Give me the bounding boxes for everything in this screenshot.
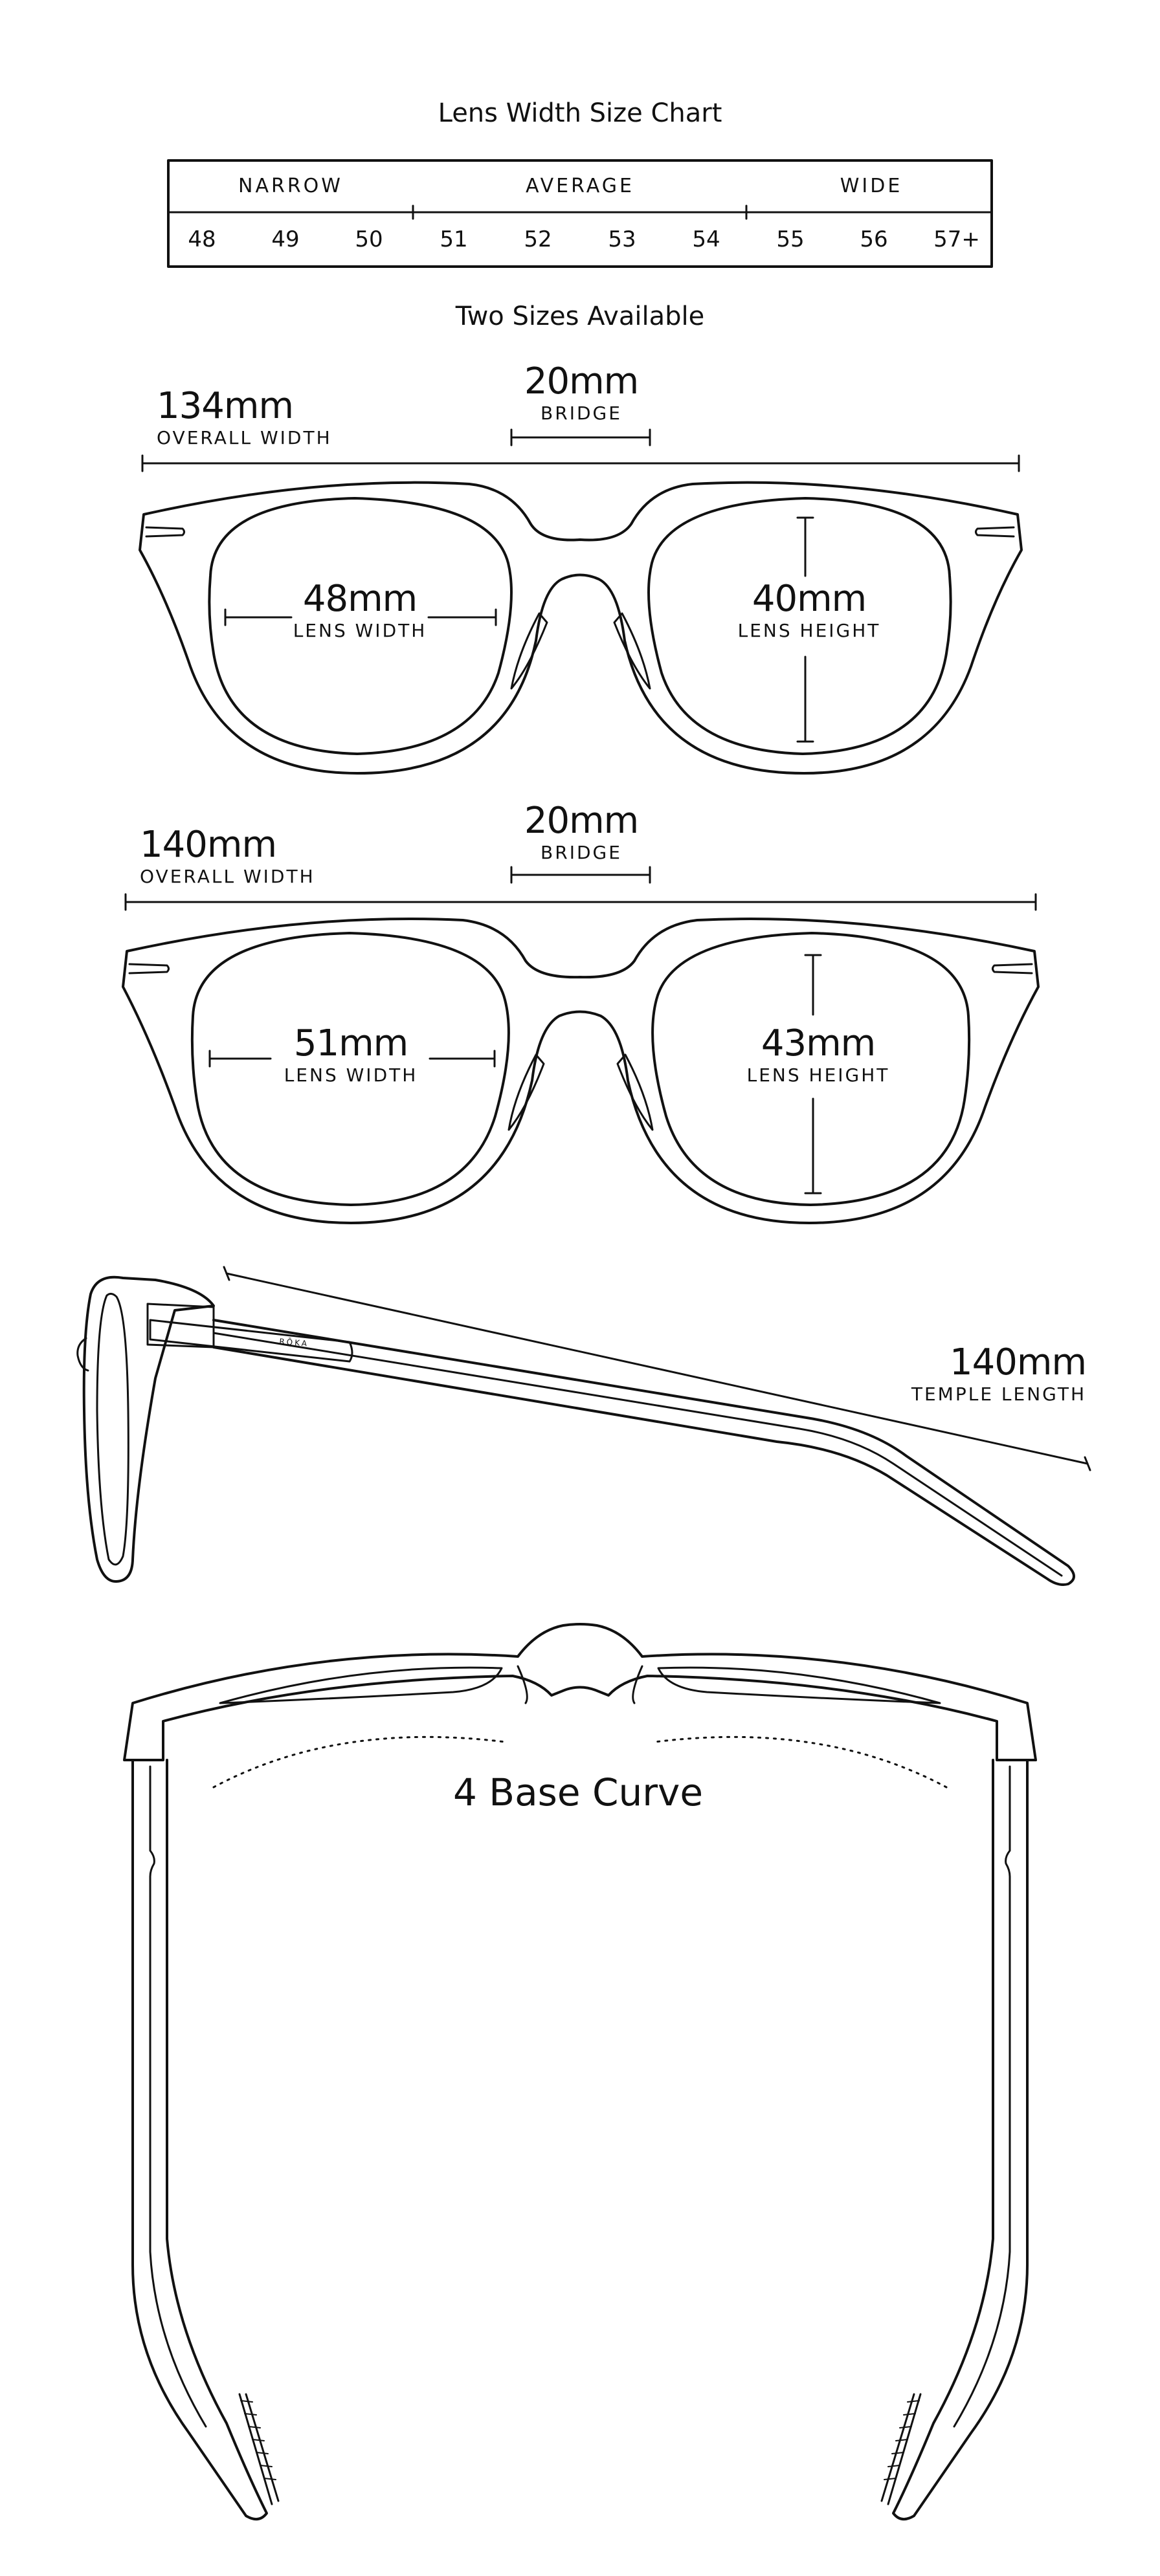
small-lens-width-value: 48mm bbox=[302, 578, 418, 620]
size-cell: 52 bbox=[524, 226, 552, 252]
large-lens-height-value: 43mm bbox=[761, 1022, 876, 1064]
large-bridge: 20mm BRIDGE bbox=[524, 800, 639, 863]
size-cell: 51 bbox=[440, 226, 468, 252]
large-bridge-label: BRIDGE bbox=[541, 842, 622, 863]
large-lens-width: 51mm LENS WIDTH bbox=[284, 1022, 418, 1086]
side-view-drawing bbox=[76, 1266, 1091, 1586]
small-overall-width-value: 134mm bbox=[157, 385, 294, 427]
small-overall-width-label: OVERALL WIDTH bbox=[157, 427, 332, 448]
size-cell: 55 bbox=[776, 226, 805, 252]
frame-large-drawing bbox=[122, 866, 1040, 1224]
base-curve-label: 4 Base Curve bbox=[452, 1770, 704, 1814]
size-cell: 48 bbox=[188, 226, 216, 252]
small-lens-height: 40mm LENS HEIGHT bbox=[738, 578, 881, 641]
small-lens-height-value: 40mm bbox=[752, 578, 867, 620]
small-bridge-label: BRIDGE bbox=[541, 402, 622, 424]
small-lens-height-label: LENS HEIGHT bbox=[737, 620, 881, 641]
size-cell: 54 bbox=[692, 226, 720, 252]
size-chart-table-outline bbox=[167, 159, 993, 268]
group-header-narrow: NARROW bbox=[238, 175, 343, 197]
small-lens-width-label: LENS WIDTH bbox=[293, 620, 427, 641]
frame-small-drawing bbox=[139, 428, 1023, 775]
large-overall-width-label: OVERALL WIDTH bbox=[140, 866, 315, 887]
large-overall-width: 140mm OVERALL WIDTH bbox=[140, 824, 315, 887]
group-header-average: AVERAGE bbox=[526, 175, 634, 197]
size-cell: 56 bbox=[860, 226, 888, 252]
group-header-wide: WIDE bbox=[840, 175, 903, 197]
large-lens-height-label: LENS HEIGHT bbox=[746, 1064, 890, 1086]
size-cell: 57+ bbox=[933, 226, 980, 252]
temple-length-value: 140mm bbox=[950, 1341, 1087, 1383]
large-lens-height: 43mm LENS HEIGHT bbox=[747, 1022, 890, 1086]
small-lens-width: 48mm LENS WIDTH bbox=[293, 578, 427, 641]
small-bridge-value: 20mm bbox=[524, 360, 639, 402]
large-overall-width-value: 140mm bbox=[140, 824, 277, 866]
subtitle: Two Sizes Available bbox=[455, 302, 705, 331]
temple-length: 140mm TEMPLE LENGTH bbox=[911, 1341, 1087, 1405]
large-bridge-value: 20mm bbox=[524, 800, 639, 842]
temple-length-label: TEMPLE LENGTH bbox=[911, 1383, 1086, 1405]
size-cell: 53 bbox=[608, 226, 636, 252]
large-lens-width-value: 51mm bbox=[293, 1022, 408, 1064]
size-cell: 50 bbox=[355, 226, 383, 252]
top-view-drawing bbox=[123, 1623, 1037, 2521]
large-lens-width-label: LENS WIDTH bbox=[284, 1064, 418, 1086]
size-cell: 49 bbox=[271, 226, 300, 252]
size-chart-title: Lens Width Size Chart bbox=[438, 98, 722, 128]
small-bridge: 20mm BRIDGE bbox=[524, 360, 639, 424]
small-overall-width: 134mm OVERALL WIDTH bbox=[157, 385, 332, 448]
